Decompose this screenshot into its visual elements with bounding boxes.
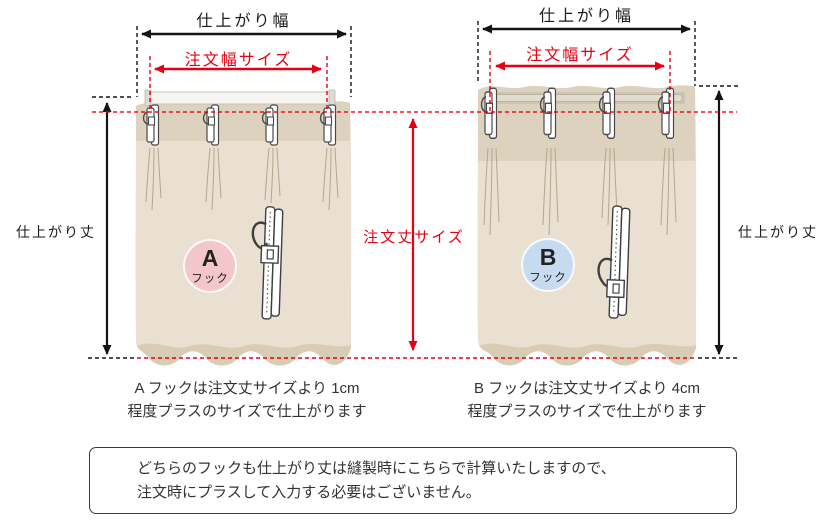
adjuster-hook-a-icon	[251, 206, 284, 320]
note-line1: どちらのフックも仕上がり丈は縫製時にこちらで計算いたしますので、	[137, 460, 616, 477]
curtain-rail-groove-b	[488, 92, 685, 104]
note-line2: 注文時にプラスして入力する必要はございません。	[137, 484, 481, 501]
finished-width-label-a: 仕上がり幅	[196, 13, 292, 30]
adjuster-hook-b-icon	[597, 205, 631, 319]
note-box: どちらのフックも仕上がり丈は縫製時にこちらで計算いたしますので、 注文時にプラス…	[89, 447, 737, 514]
caption-a-line2: 程度プラスのサイズで仕上がります	[127, 403, 367, 420]
curtain-a-header-band	[136, 101, 350, 141]
caption-b: B フックは注文丈サイズより 4cm 程度プラスのサイズで仕上がります	[422, 377, 752, 423]
curtain-b-header-band	[478, 85, 695, 161]
measure-lines	[88, 21, 741, 359]
curtain-b	[477, 85, 697, 366]
finished-length-label-a: 仕上がり丈	[16, 224, 96, 240]
curtain-b-hem	[478, 341, 696, 366]
pleat-lines-a	[145, 147, 339, 211]
hook-b-badge: B フック	[521, 238, 575, 292]
order-width-label-a: 注文幅サイズ	[184, 52, 293, 69]
order-length-label: 注文丈サイズ	[363, 229, 465, 246]
caption-a: A フックは注文丈サイズより 1cm 程度プラスのサイズで仕上がります	[82, 377, 412, 423]
pleat-lines-b	[483, 147, 677, 236]
order-width-label-b: 注文幅サイズ	[526, 47, 634, 64]
finished-width-label-b: 仕上がり幅	[538, 8, 634, 25]
hook-a-badge: A フック	[183, 239, 237, 293]
hook-a-badge-sub: フック	[191, 272, 229, 285]
finished-length-label-b: 仕上がり丈	[738, 224, 818, 240]
curtain-a-hem	[136, 341, 351, 366]
hook-b-badge-letter: B	[539, 243, 557, 270]
caption-a-line1: A フックは注文丈サイズより 1cm	[134, 380, 360, 397]
curtain-a	[135, 89, 352, 366]
hook-b-badge-sub: フック	[529, 271, 567, 284]
caption-b-line1: B フックは注文丈サイズより 4cm	[474, 380, 700, 397]
curtain-rail-a	[144, 89, 336, 107]
hook-a-badge-letter: A	[201, 244, 219, 271]
curtain-a-body	[135, 101, 352, 366]
caption-b-line2: 程度プラスのサイズで仕上がります	[467, 403, 707, 420]
